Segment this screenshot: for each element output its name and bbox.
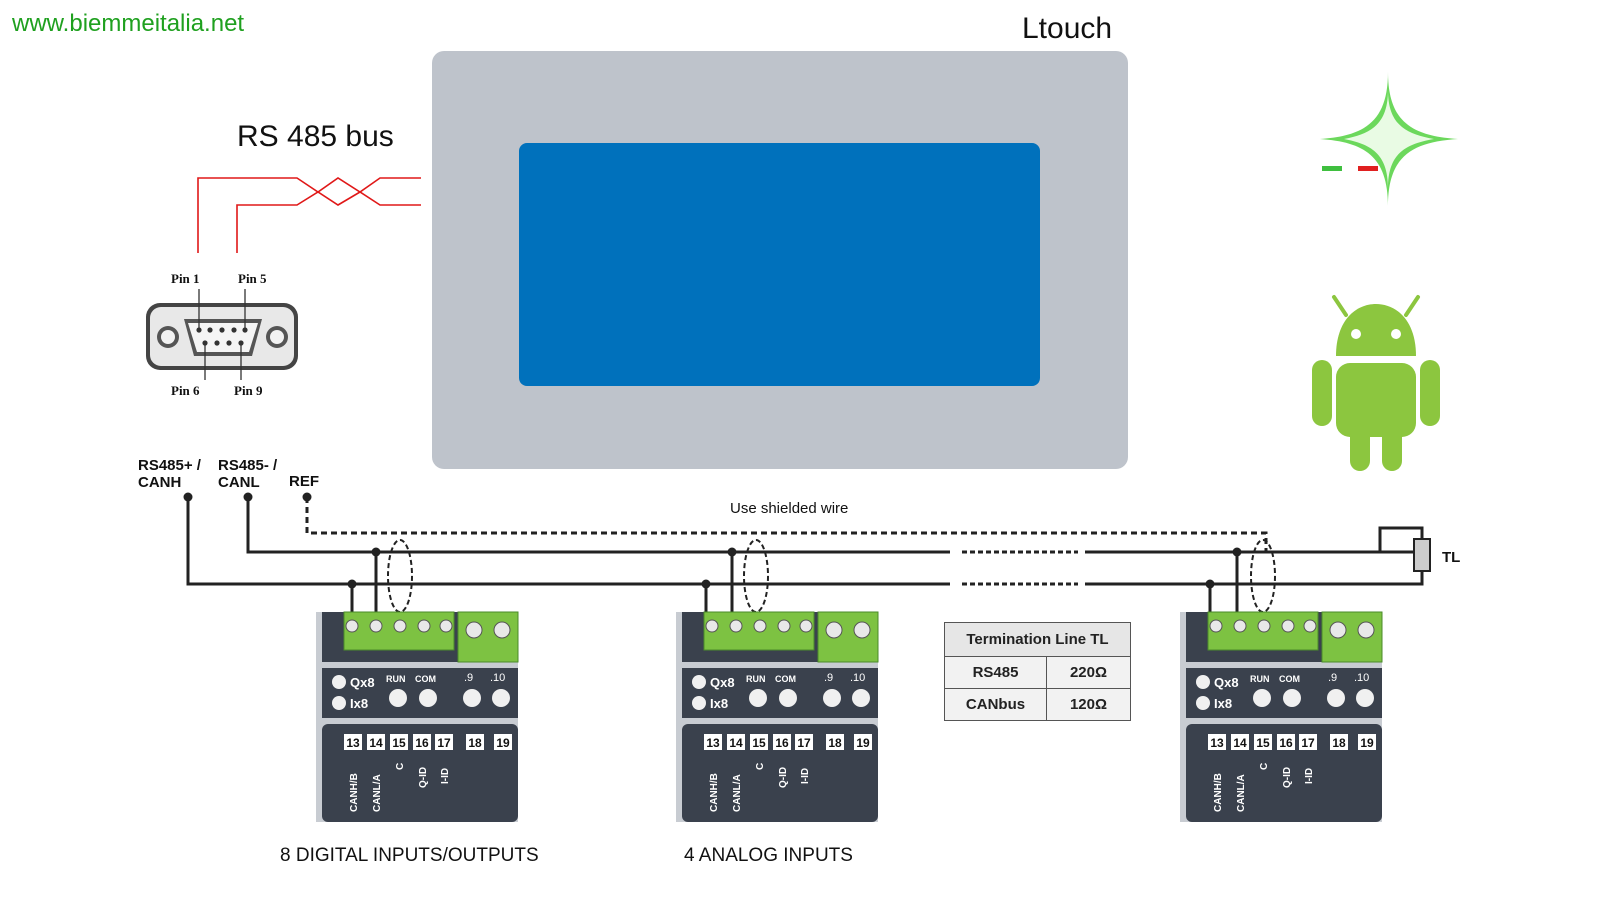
led-label-ix8: Ix8	[1214, 696, 1232, 711]
terminal-label-qid: Q-ID	[418, 767, 429, 788]
ltouch-screen	[519, 143, 1040, 386]
signal-ref: REF	[289, 473, 319, 490]
caption-module-2: 4 ANALOG INPUTS	[684, 845, 853, 866]
module-3: Qx8 Ix8 RUN COM .9 .10 13 14 15 16 17 18…	[1180, 611, 1383, 822]
rs485-bus-wires	[197, 177, 421, 253]
terminal-label-canla: CANL/A	[372, 774, 383, 812]
terminal-17: 17	[1301, 736, 1315, 750]
terminal-15: 15	[752, 736, 766, 750]
module-1: Qx8 Ix8 RUN COM .9 .10 13 14 15 16 17 18…	[316, 611, 519, 822]
terminal-label-iid: I-ID	[1304, 768, 1315, 784]
p10-label: .10	[490, 672, 505, 684]
terminal-18: 18	[468, 736, 482, 750]
terminal-label-qid: Q-ID	[778, 767, 789, 788]
terminal-18: 18	[828, 736, 842, 750]
bus-title: RS 485 bus	[237, 120, 394, 153]
terminal-label-c: C	[395, 763, 406, 770]
led-label-ix8: Ix8	[350, 696, 368, 711]
terminal-17: 17	[437, 736, 451, 750]
caption-module-1: 8 DIGITAL INPUTS/OUTPUTS	[280, 845, 539, 866]
website-url: www.biemmeitalia.net	[12, 10, 245, 37]
com-label: COM	[775, 674, 796, 684]
terminal-13: 13	[706, 736, 720, 750]
terminal-14: 14	[729, 736, 743, 750]
android-robot-icon	[1312, 295, 1440, 471]
pin6-label: Pin 6	[171, 383, 200, 398]
led-label-qx8: Qx8	[1214, 675, 1239, 690]
p9-label: .9	[824, 672, 833, 684]
terminal-16: 16	[415, 736, 429, 750]
run-label: RUN	[1250, 674, 1270, 684]
terminal-label-c: C	[1259, 763, 1270, 770]
terminal-label-canhb: CANH/B	[1213, 773, 1224, 812]
terminal-14: 14	[369, 736, 383, 750]
terminal-label-c: C	[755, 763, 766, 770]
termination-table: Termination Line TL RS485 220Ω CANbus 12…	[944, 622, 1131, 721]
pin1-label: Pin 1	[171, 271, 200, 286]
p10-label: .10	[1354, 672, 1369, 684]
pin9-label: Pin 9	[234, 383, 263, 398]
table-cell-bus: CANbus	[944, 688, 1047, 721]
run-label: RUN	[746, 674, 766, 684]
terminal-label-canla: CANL/A	[1236, 774, 1247, 812]
terminal-13: 13	[1210, 736, 1224, 750]
led-label-qx8: Qx8	[350, 675, 375, 690]
table-cell-value: 120Ω	[1046, 688, 1131, 721]
termination-table-header: Termination Line TL	[944, 622, 1131, 657]
led-label-qx8: Qx8	[710, 675, 735, 690]
module-2: Qx8 Ix8 RUN COM .9 .10 13 14 15 16 17 18…	[676, 611, 879, 822]
table-row: CANbus 120Ω	[944, 688, 1131, 721]
table-cell-value: 220Ω	[1046, 656, 1131, 689]
terminal-label-iid: I-ID	[440, 768, 451, 784]
biemme-logo-icon	[1320, 72, 1458, 206]
terminal-15: 15	[1256, 736, 1270, 750]
terminal-label-canhb: CANH/B	[349, 773, 360, 812]
table-row: RS485 220Ω	[944, 656, 1131, 689]
terminal-19: 19	[856, 736, 870, 750]
termination-label: TL	[1442, 549, 1461, 566]
ref-shield-wire	[305, 497, 1268, 553]
terminal-17: 17	[797, 736, 811, 750]
terminal-16: 16	[775, 736, 789, 750]
terminal-13: 13	[346, 736, 360, 750]
terminal-19: 19	[1360, 736, 1374, 750]
signal-rs485-plus: RS485+ / CANH	[138, 457, 201, 491]
terminal-label-iid: I-ID	[800, 768, 811, 784]
p9-label: .9	[464, 672, 473, 684]
com-label: COM	[415, 674, 436, 684]
terminal-19: 19	[496, 736, 510, 750]
table-cell-bus: RS485	[944, 656, 1047, 689]
termination-resistor	[1378, 526, 1424, 586]
p10-label: .10	[850, 672, 865, 684]
terminal-16: 16	[1279, 736, 1293, 750]
run-label: RUN	[386, 674, 406, 684]
terminal-14: 14	[1233, 736, 1247, 750]
device-title: Ltouch	[1022, 12, 1113, 45]
shielded-wire-note: Use shielded wire	[730, 500, 849, 517]
signal-rs485-minus: RS485- / CANL	[218, 457, 278, 491]
terminal-label-canhb: CANH/B	[709, 773, 720, 812]
pin5-label: Pin 5	[238, 271, 267, 286]
terminal-15: 15	[392, 736, 406, 750]
terminal-label-qid: Q-ID	[1282, 767, 1293, 788]
led-label-ix8: Ix8	[710, 696, 728, 711]
com-label: COM	[1279, 674, 1300, 684]
db9-connector	[146, 289, 298, 380]
terminal-18: 18	[1332, 736, 1346, 750]
terminal-label-canla: CANL/A	[732, 774, 743, 812]
p9-label: .9	[1328, 672, 1337, 684]
